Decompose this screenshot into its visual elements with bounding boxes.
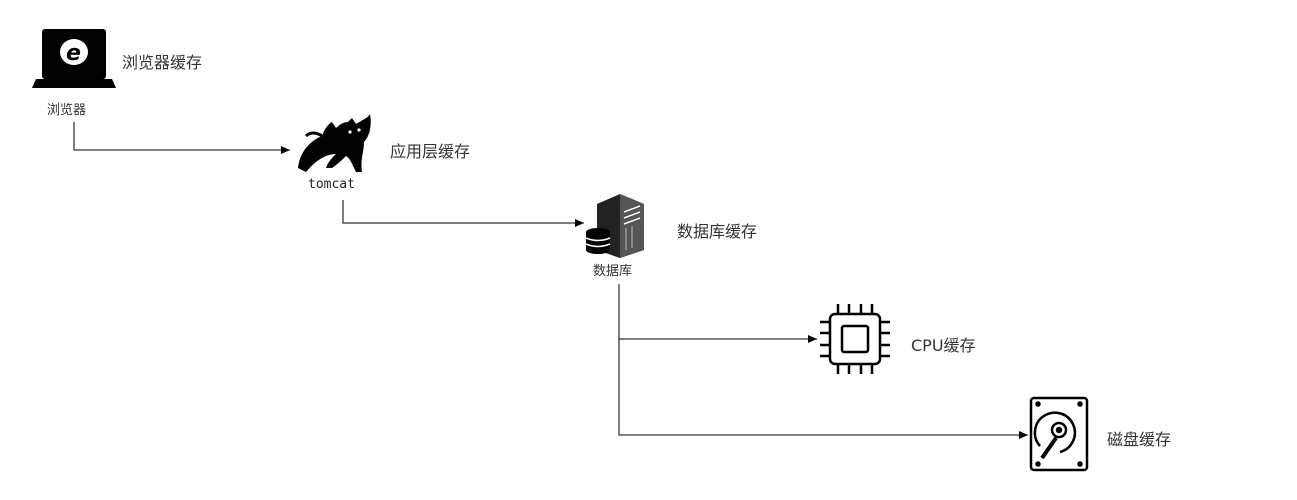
connector-database-cpu xyxy=(618,284,817,343)
disk-cache-label: 磁盘缓存 xyxy=(1107,430,1172,449)
cpu-cache-label: CPU缓存 xyxy=(911,336,976,355)
database-server-icon xyxy=(585,194,644,258)
tomcat-caption: tomcat xyxy=(308,177,355,192)
browser-cache-label: 浏览器缓存 xyxy=(122,53,203,72)
tomcat-cat-icon xyxy=(298,114,371,172)
connector-database-disk xyxy=(618,339,1028,439)
database-caption: 数据库 xyxy=(593,264,633,279)
cpu-chip-icon xyxy=(820,304,890,374)
hard-disk-icon xyxy=(1029,396,1089,472)
connector-tomcat-database xyxy=(342,200,584,227)
laptop-browser-icon: e xyxy=(32,29,116,88)
svg-text:e: e xyxy=(66,41,81,66)
connector-browser-tomcat xyxy=(73,122,290,154)
database-cache-label: 数据库缓存 xyxy=(677,222,758,241)
app-layer-cache-label: 应用层缓存 xyxy=(390,142,471,161)
browser-caption: 浏览器 xyxy=(47,103,87,118)
